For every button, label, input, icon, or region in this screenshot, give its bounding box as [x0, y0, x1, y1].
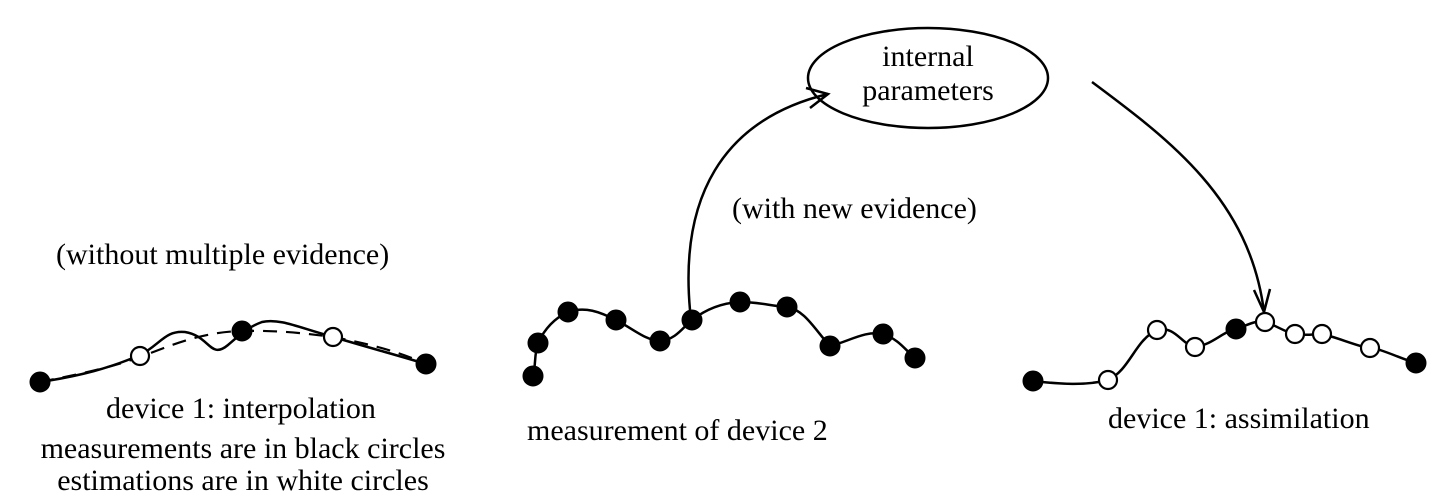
measurement-point: [649, 330, 671, 352]
assimilation-label: device 1: assimilation: [1108, 402, 1370, 435]
measurement-point: [522, 365, 544, 387]
arrow-to-parameters-line: [687, 92, 829, 311]
measurement-point: [1405, 352, 1427, 374]
measurement-point: [29, 371, 51, 393]
legend-white-circles: estimations are in white circles: [57, 464, 429, 497]
internal-parameters-line2: parameters: [862, 74, 994, 107]
estimation-point: [1311, 323, 1333, 345]
estimation-point: [1184, 336, 1206, 358]
measurement-point: [681, 309, 703, 331]
measurement-point: [904, 347, 926, 369]
interpolation-label: device 1: interpolation: [106, 392, 376, 425]
arrow-to-parameters-head: [805, 86, 831, 109]
internal-parameters-ellipse: [806, 26, 1050, 130]
arrow-to-parameters: [687, 86, 831, 311]
internal-parameters-node: internal parameters: [806, 26, 1050, 130]
estimation-point: [1359, 337, 1381, 359]
measurement-point: [527, 332, 549, 354]
measurement-point: [415, 353, 437, 375]
with-new-evidence-label: (with new evidence): [732, 192, 977, 225]
estimation-point: [1254, 311, 1276, 333]
measurement-device2-panel: measurement of device 2: [522, 291, 926, 447]
measurement-point: [819, 335, 841, 357]
measurement-point: [872, 323, 894, 345]
estimation-point: [1097, 369, 1119, 391]
estimation-point: [1146, 319, 1168, 341]
legend-black-circles: measurements are in black circles: [41, 432, 446, 465]
measurement-point: [605, 309, 627, 331]
measurement-point: [776, 296, 798, 318]
measurement-point: [1022, 370, 1044, 392]
assimilation-curve: [1032, 320, 1417, 386]
without-multiple-evidence-label: (without multiple evidence): [56, 238, 389, 271]
arrow-to-assimilation-line: [1091, 80, 1266, 313]
estimation-point: [322, 326, 344, 348]
assimilation-panel: device 1: assimilation: [1022, 311, 1427, 435]
measurement-point: [1225, 318, 1247, 340]
estimation-point: [129, 345, 151, 367]
measurement-device2-curve: [531, 300, 916, 377]
measurement-point: [729, 291, 751, 313]
interpolation-panel: device 1: interpolation: [29, 319, 437, 425]
measurement-device2-label: measurement of device 2: [527, 414, 828, 447]
interpolation-estimate-curve: [39, 329, 427, 384]
arrow-to-assimilation: [1091, 80, 1272, 316]
measurement-point: [231, 320, 253, 342]
estimation-point: [1284, 323, 1306, 345]
measurement-point: [557, 301, 579, 323]
internal-parameters-line1: internal: [882, 40, 974, 73]
